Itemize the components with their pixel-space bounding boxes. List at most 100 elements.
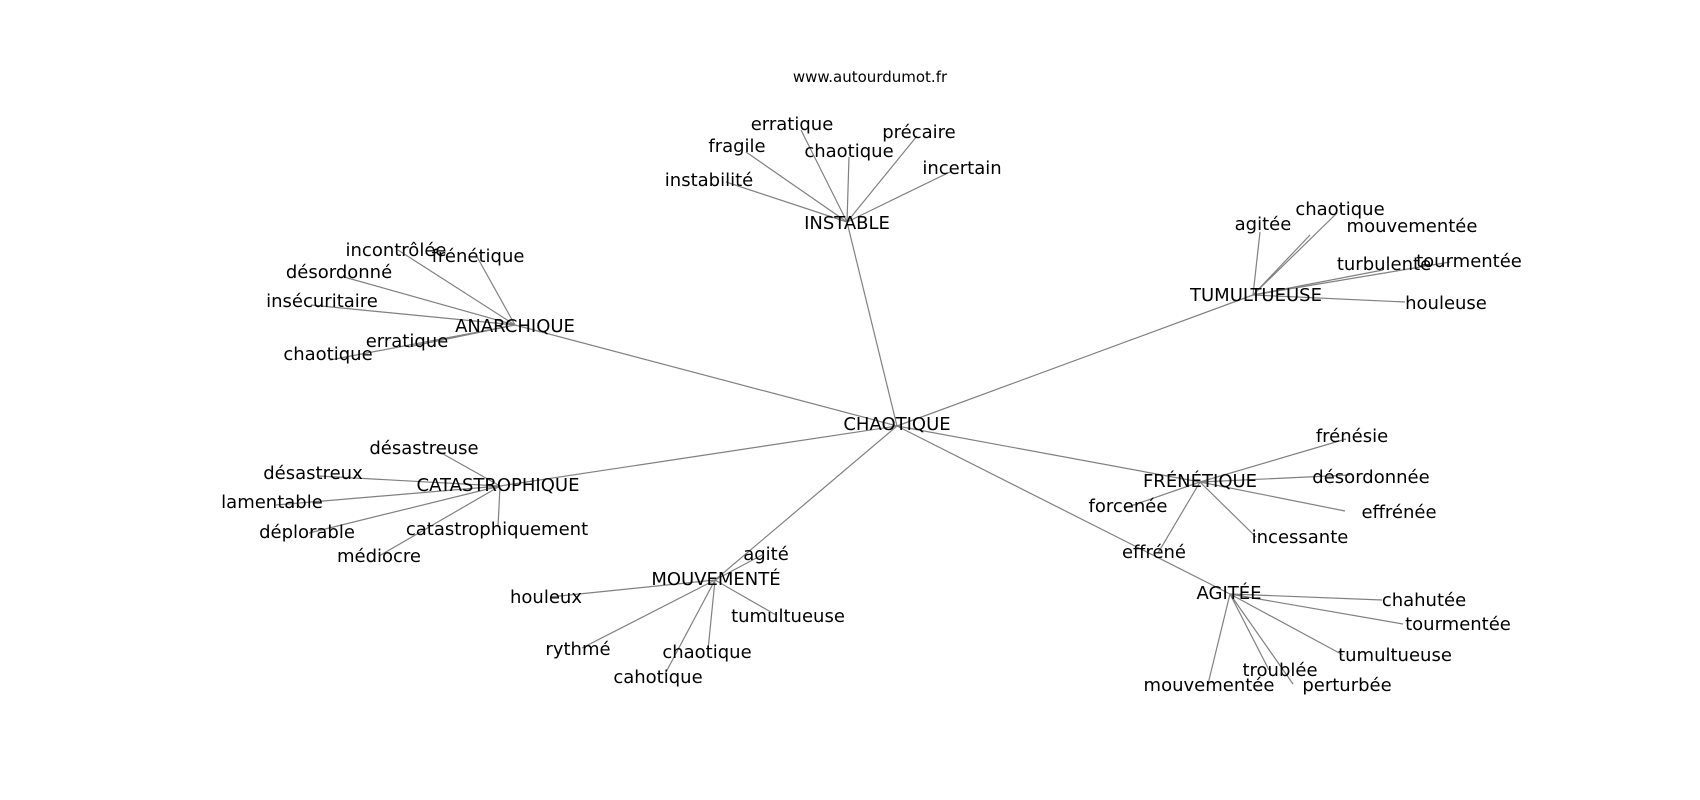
edge-hub-to-leaf bbox=[397, 249, 516, 326]
leaf-node-label[interactable]: chaotique bbox=[804, 141, 893, 162]
leaf-node-label[interactable]: houleuse bbox=[1405, 293, 1487, 314]
leaf-node-label[interactable]: perturbée bbox=[1302, 675, 1391, 696]
leaf-node-label[interactable]: houleux bbox=[510, 587, 582, 608]
edge-center-to-hub bbox=[499, 425, 898, 487]
leaf-node-label[interactable]: lamentable bbox=[221, 492, 323, 513]
edge-hub-to-leaf bbox=[275, 485, 501, 506]
edge-hub-to-leaf bbox=[1207, 593, 1231, 685]
edge-center-to-hub bbox=[514, 324, 898, 427]
leaf-node-label[interactable]: tumultueuse bbox=[1338, 645, 1452, 666]
leaf-node-label[interactable]: effrénée bbox=[1361, 502, 1436, 523]
edge-hub-to-leaf bbox=[707, 579, 716, 651]
edge-center-to-hub bbox=[896, 425, 1231, 595]
leaf-node-label[interactable]: désordonnée bbox=[1312, 467, 1429, 488]
edge-hub-to-leaf bbox=[725, 181, 848, 223]
hub-node-label[interactable]: INSTABLE bbox=[804, 213, 890, 234]
leaf-node-label[interactable]: insécuritaire bbox=[266, 291, 378, 312]
leaf-node-label[interactable]: désastreux bbox=[263, 463, 363, 484]
leaf-node-label[interactable]: incertain bbox=[922, 158, 1001, 179]
edge-hub-to-leaf bbox=[846, 156, 850, 223]
edge-hub-to-leaf bbox=[1252, 212, 1338, 296]
edge-center-to-hub bbox=[896, 294, 1254, 427]
hub-node-label[interactable]: TUMULTUEUSE bbox=[1189, 285, 1322, 306]
leaf-node-label[interactable]: déplorable bbox=[259, 522, 355, 543]
leaf-node-label[interactable]: cahotique bbox=[613, 667, 702, 688]
edge-hub-to-leaf bbox=[800, 129, 848, 223]
edge-hub-to-leaf bbox=[1229, 593, 1344, 656]
leaf-node-label[interactable]: médiocre bbox=[337, 546, 421, 567]
hub-node-label[interactable]: ANARCHIQUE bbox=[455, 316, 575, 337]
edge-hub-to-leaf bbox=[1229, 593, 1383, 601]
edge-hub-to-leaf bbox=[1252, 294, 1406, 303]
edge-hub-to-leaf bbox=[846, 135, 918, 223]
leaf-node-label[interactable]: incessante bbox=[1252, 527, 1349, 548]
edge-hub-to-leaf bbox=[846, 170, 953, 223]
hub-node-label[interactable]: AGITÉE bbox=[1197, 582, 1262, 604]
graph-edges bbox=[275, 129, 1451, 685]
leaf-node-label[interactable]: tumultueuse bbox=[731, 606, 845, 627]
edge-hub-to-leaf bbox=[714, 554, 763, 581]
leaf-node-label[interactable]: effréné bbox=[1122, 542, 1186, 563]
edge-hub-to-leaf bbox=[1252, 234, 1311, 296]
edge-hub-to-leaf bbox=[1124, 481, 1201, 509]
edge-hub-to-leaf bbox=[475, 254, 516, 326]
leaf-node-label[interactable]: agité bbox=[743, 544, 789, 565]
edge-center-to-hub bbox=[714, 425, 898, 581]
edge-hub-to-leaf bbox=[308, 485, 501, 534]
leaf-node-label[interactable]: incontrôlée bbox=[346, 240, 447, 261]
edge-hub-to-leaf bbox=[435, 449, 501, 487]
hub-node-label[interactable]: MOUVEMENTÉ bbox=[651, 568, 780, 590]
edge-center-to-hub bbox=[846, 221, 898, 427]
edge-hub-to-leaf bbox=[714, 579, 777, 616]
edge-hub-to-leaf bbox=[310, 304, 516, 326]
leaf-node-label[interactable]: chaotique bbox=[1295, 199, 1384, 220]
leaf-node-label[interactable]: tourmentée bbox=[1405, 614, 1511, 635]
edge-hub-to-leaf bbox=[378, 485, 501, 557]
edge-hub-to-leaf bbox=[1157, 481, 1201, 554]
edge-hub-to-leaf bbox=[1252, 231, 1261, 296]
leaf-node-label[interactable]: chaotique bbox=[283, 344, 372, 365]
leaf-node-label[interactable]: tourmentée bbox=[1416, 251, 1522, 272]
leaf-node-label[interactable]: forcenée bbox=[1089, 496, 1168, 517]
center-node-label[interactable]: CHAOTIQUE bbox=[843, 414, 950, 435]
edge-hub-to-leaf bbox=[317, 475, 501, 487]
leaf-node-label[interactable]: agitée bbox=[1235, 214, 1292, 235]
edge-hub-to-leaf bbox=[1199, 481, 1346, 512]
edge-hub-to-leaf bbox=[497, 485, 501, 528]
leaf-node-label[interactable]: désordonné bbox=[286, 262, 392, 283]
leaf-node-label[interactable]: mouvementée bbox=[1144, 675, 1275, 696]
edge-hub-to-leaf bbox=[1229, 593, 1294, 685]
leaf-node-label[interactable]: catastrophiquement bbox=[406, 519, 588, 540]
leaf-node-label[interactable]: désastreuse bbox=[369, 438, 478, 459]
edge-hub-to-leaf bbox=[549, 579, 716, 598]
edge-hub-to-leaf bbox=[1199, 474, 1351, 483]
leaf-node-label[interactable]: instabilité bbox=[665, 170, 753, 191]
leaf-node-label[interactable]: erratique bbox=[366, 331, 449, 352]
edge-hub-to-leaf bbox=[1252, 261, 1451, 296]
leaf-node-label[interactable]: troublée bbox=[1242, 660, 1317, 681]
edge-hub-to-leaf bbox=[745, 151, 848, 223]
edge-hub-to-leaf bbox=[1199, 438, 1347, 483]
leaf-node-label[interactable]: rythmé bbox=[545, 639, 610, 660]
leaf-node-label[interactable]: mouvementée bbox=[1347, 216, 1478, 237]
leaf-node-label[interactable]: frénétique bbox=[432, 246, 525, 267]
leaf-node-label[interactable]: chaotique bbox=[662, 642, 751, 663]
leaf-node-label[interactable]: fragile bbox=[708, 136, 765, 157]
hub-node-label[interactable]: FRÉNÉTIQUE bbox=[1143, 470, 1257, 492]
leaf-node-label[interactable]: turbulente bbox=[1337, 254, 1431, 275]
site-url[interactable]: www.autourdumot.fr bbox=[793, 68, 948, 86]
edge-hub-to-leaf bbox=[1229, 593, 1404, 625]
edge-center-to-hub bbox=[896, 425, 1201, 483]
hub-node-label[interactable]: CATASTROPHIQUE bbox=[417, 475, 580, 496]
edge-hub-to-leaf bbox=[581, 579, 716, 649]
edge-hub-to-leaf bbox=[1229, 593, 1270, 671]
edge-hub-to-leaf bbox=[664, 579, 716, 675]
leaf-node-label[interactable]: précaire bbox=[882, 122, 956, 143]
leaf-node-label[interactable]: frénésie bbox=[1316, 426, 1388, 447]
edge-hub-to-leaf bbox=[343, 276, 516, 326]
leaf-node-label[interactable]: erratique bbox=[751, 114, 834, 135]
leaf-node-label[interactable]: chahutée bbox=[1382, 590, 1466, 611]
edge-hub-to-leaf bbox=[329, 324, 516, 361]
